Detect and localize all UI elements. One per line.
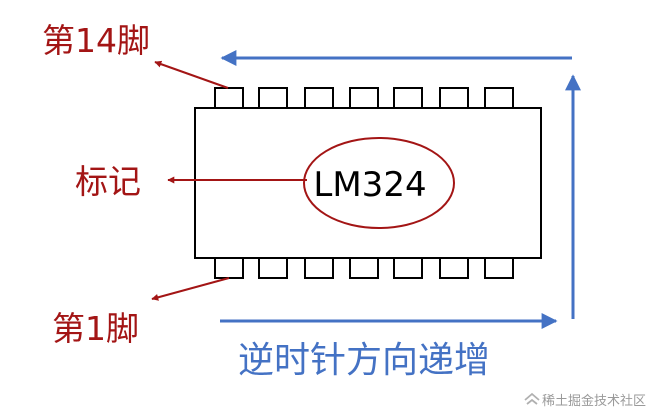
pin-10	[393, 87, 423, 109]
watermark-text: 稀土掘金技术社区	[542, 393, 646, 409]
marker-ellipse	[303, 137, 455, 229]
chip-body	[194, 107, 542, 259]
bottom-pin-row	[214, 257, 514, 279]
pin-1	[214, 257, 244, 279]
pin1-arrow	[151, 277, 230, 301]
pin-11	[349, 87, 379, 109]
pin14-arrow	[154, 60, 229, 89]
pin-4	[349, 257, 379, 279]
pin-9	[439, 87, 469, 109]
pin1-label: 第1脚	[52, 309, 139, 348]
pin-5	[393, 257, 423, 279]
chip-name: LM324	[313, 165, 426, 205]
pin-12	[304, 87, 334, 109]
pin14-label: 第14脚	[42, 21, 150, 60]
pin-13	[258, 87, 288, 109]
pin-7	[484, 257, 514, 279]
pin-3	[304, 257, 334, 279]
pin-2	[258, 257, 288, 279]
top-pin-row	[214, 87, 514, 109]
juejin-logo-icon	[524, 392, 540, 405]
pin-6	[439, 257, 469, 279]
watermark: 稀土掘金技术社区	[524, 392, 646, 409]
pin-8	[484, 87, 514, 109]
direction-label: 逆时针方向递增	[238, 340, 490, 381]
pin-14	[214, 87, 244, 109]
marker-label: 标记	[75, 162, 141, 201]
